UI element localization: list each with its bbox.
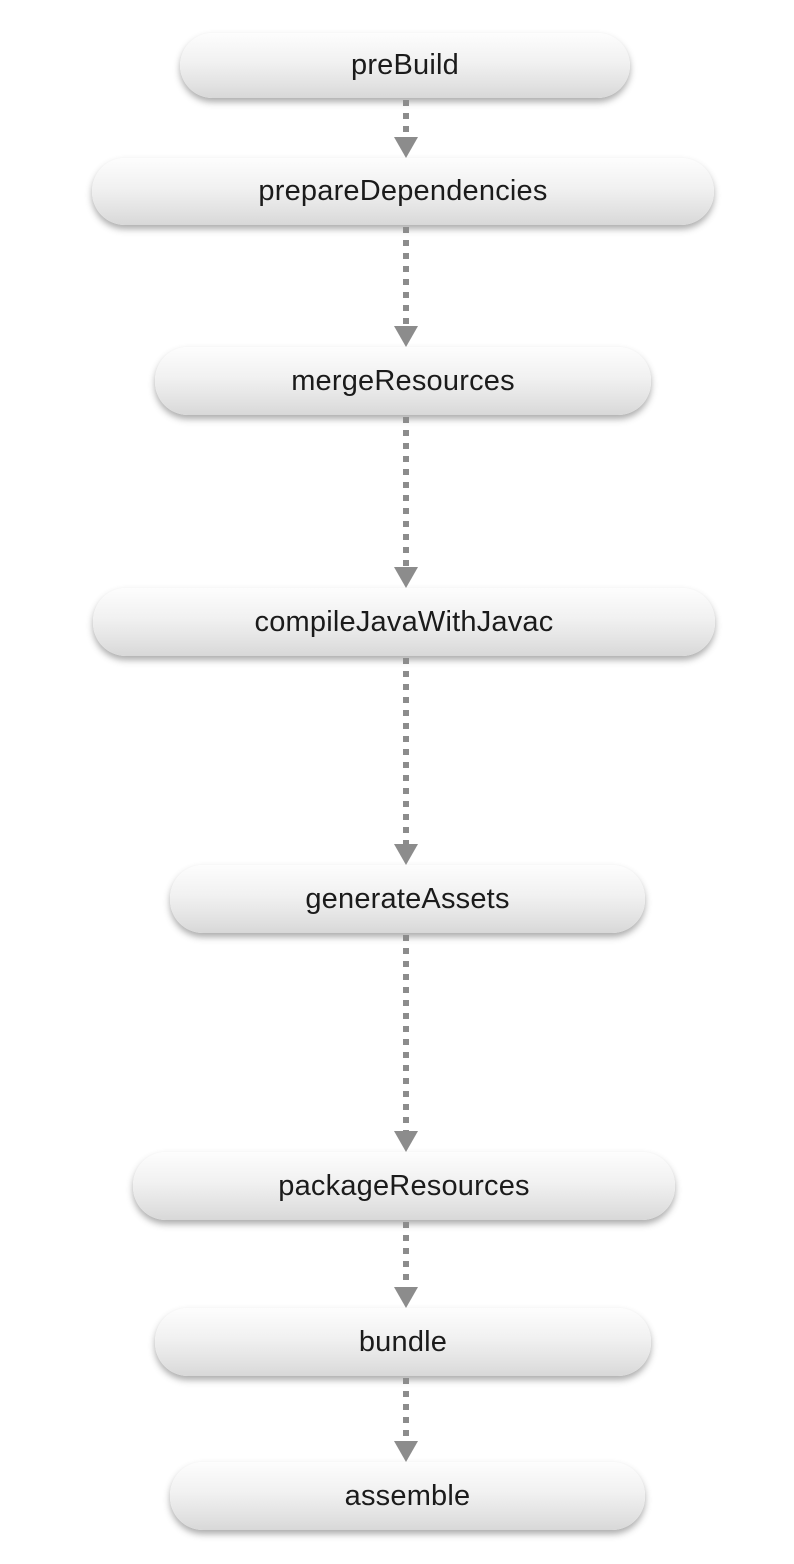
edge-prepareDependencies-to-mergeResources [391,225,421,347]
edge-bundle-to-assemble [391,1376,421,1462]
arrowhead-down-icon [394,844,418,865]
node-prepareDependencies: prepareDependencies [92,158,714,225]
dotted-arrow-line [403,100,409,137]
node-label-prepareDependencies: prepareDependencies [258,175,548,207]
node-label-preBuild: preBuild [351,49,459,81]
edge-generateAssets-to-packageResources [391,933,421,1152]
arrowhead-down-icon [394,137,418,158]
node-mergeResources: mergeResources [155,347,651,415]
dotted-arrow-line [403,227,409,326]
arrowhead-down-icon [394,1287,418,1308]
edge-packageResources-to-bundle [391,1220,421,1308]
dotted-arrow-line [403,1222,409,1287]
edge-mergeResources-to-compileJavaWithJavac [391,415,421,588]
node-generateAssets: generateAssets [170,865,645,933]
node-compileJavaWithJavac: compileJavaWithJavac [93,588,715,656]
edge-preBuild-to-prepareDependencies [391,98,421,158]
dotted-arrow-line [403,658,409,844]
node-label-assemble: assemble [344,1479,471,1512]
arrowhead-down-icon [394,1441,418,1462]
dotted-arrow-line [403,935,409,1131]
node-label-bundle: bundle [358,1325,448,1358]
arrowhead-down-icon [394,1131,418,1152]
node-label-generateAssets: generateAssets [305,882,510,915]
node-label-mergeResources: mergeResources [291,364,515,397]
node-assemble: assemble [170,1462,645,1530]
node-packageResources: packageResources [133,1152,675,1220]
arrowhead-down-icon [394,326,418,347]
dotted-arrow-line [403,417,409,567]
node-label-packageResources: packageResources [278,1169,530,1202]
node-label-compileJavaWithJavac: compileJavaWithJavac [254,605,554,638]
arrowhead-down-icon [394,567,418,588]
dotted-arrow-line [403,1378,409,1441]
edge-compileJavaWithJavac-to-generateAssets [391,656,421,865]
node-preBuild: preBuild [180,33,630,98]
node-bundle: bundle [155,1308,651,1376]
